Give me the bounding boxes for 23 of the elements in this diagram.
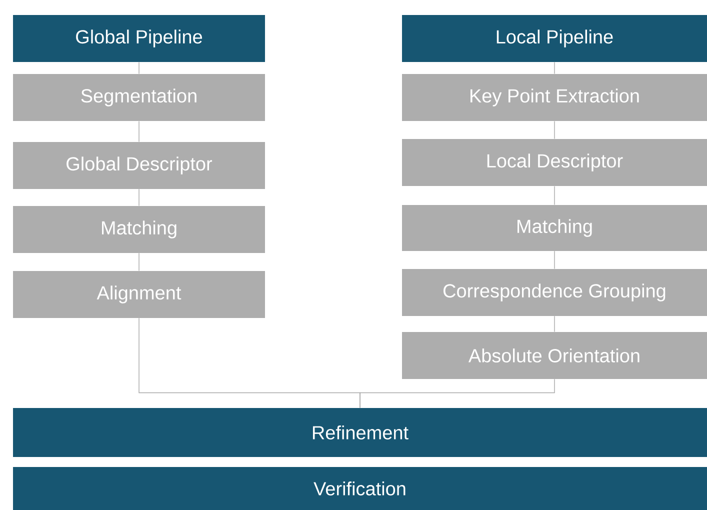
connector-line xyxy=(360,378,555,408)
process-box: Matching xyxy=(402,205,707,251)
stage-box: Local Pipeline xyxy=(402,15,707,62)
stage-box: Global Pipeline xyxy=(13,15,265,62)
process-box: Segmentation xyxy=(13,74,265,121)
connector-line xyxy=(138,120,140,142)
connector-line xyxy=(554,250,555,270)
connector-line xyxy=(554,316,555,332)
process-box: Local Descriptor xyxy=(402,139,707,186)
process-box: Absolute Orientation xyxy=(402,332,707,379)
process-box: Alignment xyxy=(13,270,265,318)
stage-box: Refinement xyxy=(13,408,707,457)
connector-line xyxy=(138,188,140,206)
stage-box: Verification xyxy=(13,466,707,510)
process-box: Key Point Extraction xyxy=(402,74,707,121)
connector-line xyxy=(554,186,555,206)
process-box: Correspondence Grouping xyxy=(402,268,707,316)
connector-line xyxy=(554,62,555,74)
connector-line xyxy=(138,62,140,74)
process-box: Global Descriptor xyxy=(13,142,265,189)
process-box: Matching xyxy=(13,206,265,253)
connector-line xyxy=(554,120,555,140)
connector-line xyxy=(138,252,140,272)
